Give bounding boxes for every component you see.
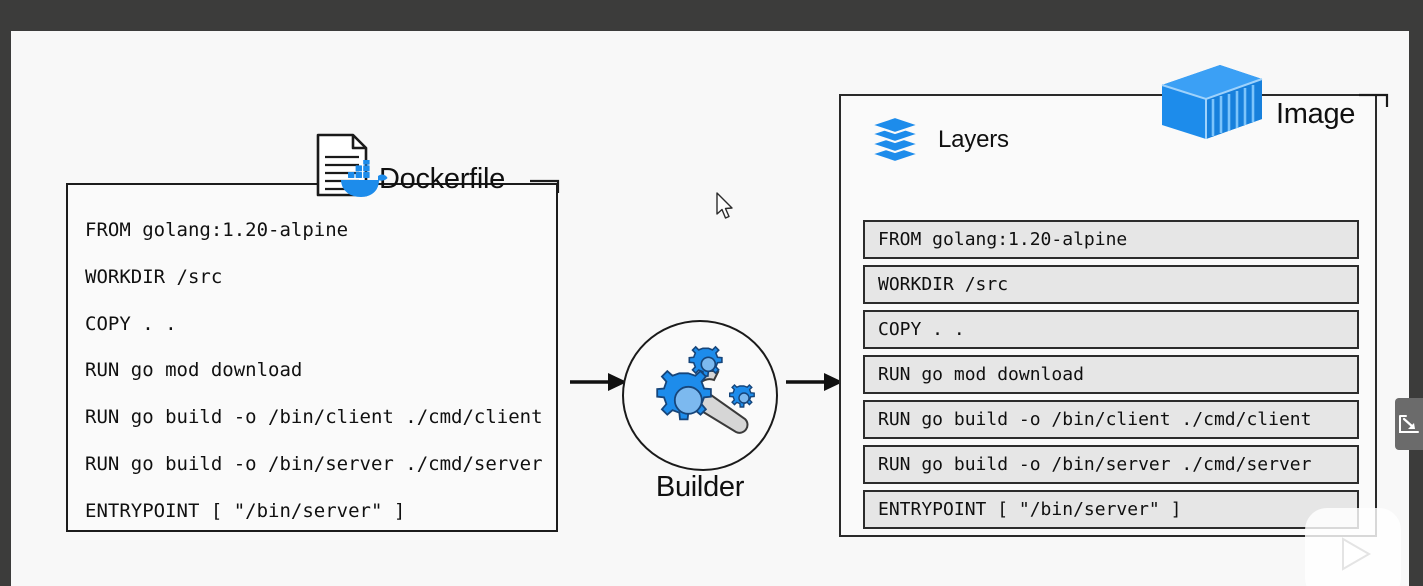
- shipping-container-icon: [1160, 63, 1264, 141]
- layers-header: Layers: [868, 115, 1009, 164]
- dockerfile-tag: Dockerfile: [315, 126, 505, 198]
- layer-text: WORKDIR /src: [878, 274, 1009, 295]
- builder-label: Builder: [655, 471, 745, 503]
- stacked-layers-icon: [868, 115, 922, 164]
- play-button[interactable]: [1305, 508, 1401, 586]
- arrow-right-icon-dockerfile-to-builder: [570, 370, 628, 394]
- layer-text: RUN go build -o /bin/server ./cmd/server: [878, 454, 1312, 475]
- arrow-right-icon-builder-to-image: [786, 370, 844, 394]
- gears-wrench-icon: [642, 340, 764, 450]
- builder-node: [622, 320, 778, 471]
- document-icon: [315, 132, 388, 198]
- layer-item: RUN go build -o /bin/server ./cmd/server: [863, 445, 1359, 484]
- player-top-chrome: [0, 0, 1423, 30]
- layer-text: ENTRYPOINT [ "/bin/server" ]: [878, 499, 1182, 520]
- layer-text: COPY . .: [878, 319, 965, 340]
- mouse-pointer-icon: [715, 192, 737, 222]
- layer-item: WORKDIR /src: [863, 265, 1359, 304]
- dockerfile-line: RUN go build -o /bin/client ./cmd/client: [85, 406, 543, 429]
- layer-list: FROM golang:1.20-alpine WORKDIR /src COP…: [863, 220, 1359, 529]
- layer-item: ENTRYPOINT [ "/bin/server" ]: [863, 490, 1359, 529]
- play-triangle-icon: [1342, 537, 1372, 571]
- player-right-chrome: [1409, 30, 1423, 586]
- layer-item: FROM golang:1.20-alpine: [863, 220, 1359, 259]
- dockerfile-line: RUN go build -o /bin/server ./cmd/server: [85, 452, 543, 475]
- expand-fullscreen-button[interactable]: [1395, 398, 1423, 450]
- dockerfile-connector-line: [530, 179, 560, 193]
- layers-label: Layers: [938, 126, 1009, 153]
- dockerfile-line: ENTRYPOINT [ "/bin/server" ]: [85, 499, 406, 522]
- dockerfile-label: Dockerfile: [379, 163, 505, 195]
- dockerfile-panel: FROM golang:1.20-alpine WORKDIR /src COP…: [66, 183, 558, 532]
- dockerfile-line: RUN go mod download: [85, 359, 303, 382]
- layer-item: RUN go build -o /bin/client ./cmd/client: [863, 400, 1359, 439]
- layer-item: COPY . .: [863, 310, 1359, 349]
- expand-arrow-icon: [1399, 415, 1419, 433]
- image-tag: Image: [1160, 59, 1355, 141]
- dockerfile-line: WORKDIR /src: [85, 265, 223, 288]
- dockerfile-line: COPY . .: [85, 312, 177, 335]
- image-connector-line: [1359, 93, 1389, 107]
- docker-whale-icon: [339, 159, 389, 198]
- image-label: Image: [1276, 98, 1356, 130]
- layer-text: RUN go build -o /bin/client ./cmd/client: [878, 409, 1312, 430]
- dockerfile-line: FROM golang:1.20-alpine: [85, 219, 349, 241]
- slide-canvas: FROM golang:1.20-alpine WORKDIR /src COP…: [11, 31, 1409, 586]
- layer-text: FROM golang:1.20-alpine: [878, 229, 1128, 250]
- image-panel: Layers FROM golang:1.20-alpine WORKDIR /…: [839, 94, 1377, 537]
- layer-text: RUN go mod download: [878, 364, 1084, 385]
- player-left-chrome: [0, 30, 11, 586]
- layer-item: RUN go mod download: [863, 355, 1359, 394]
- dockerfile-content: FROM golang:1.20-alpine WORKDIR /src COP…: [85, 207, 555, 535]
